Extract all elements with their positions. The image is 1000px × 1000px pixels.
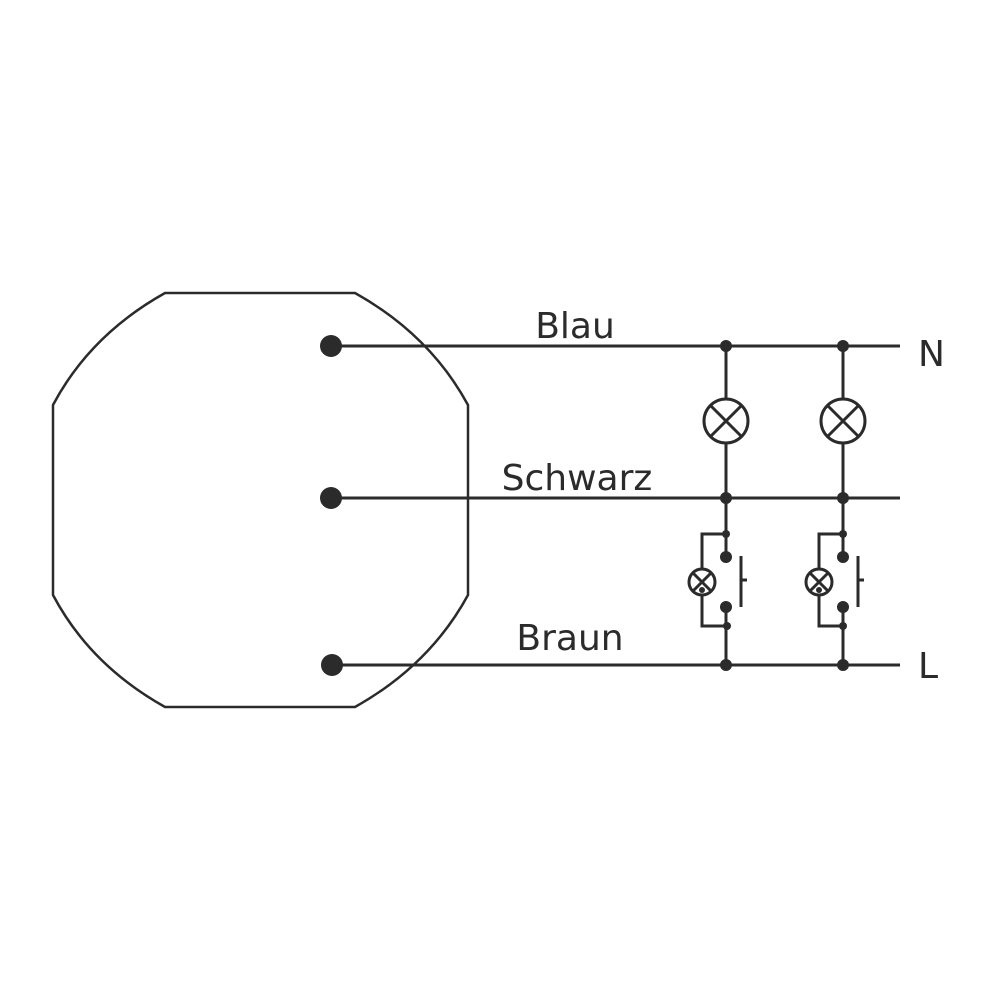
label-braun: Braun: [516, 618, 623, 659]
junction-dot: [837, 659, 849, 671]
module-housing: [51, 291, 470, 709]
glow-lamp-wire: [700, 532, 727, 628]
switch-contact: [837, 601, 849, 613]
switch-contact: [837, 551, 849, 563]
lamp-icon: [819, 397, 867, 445]
label-blau: Blau: [535, 306, 615, 347]
glow-lamp-wire: [817, 532, 843, 628]
label-live: L: [918, 646, 938, 687]
glow-lamp-icon: [804, 567, 834, 597]
branch-2: [804, 340, 867, 671]
label-neutral: N: [918, 334, 945, 375]
push-button-icon: [739, 556, 747, 607]
junction-dot: [720, 659, 732, 671]
switch-contact: [720, 601, 732, 613]
junction-dot: [720, 340, 732, 352]
label-schwarz: Schwarz: [502, 458, 653, 499]
glow-lamp-icon: [687, 567, 717, 597]
lamp-icon: [702, 397, 750, 445]
branch-1: [687, 340, 750, 671]
switch-contact: [720, 551, 732, 563]
junction-dot: [837, 340, 849, 352]
push-button-icon: [856, 556, 864, 607]
